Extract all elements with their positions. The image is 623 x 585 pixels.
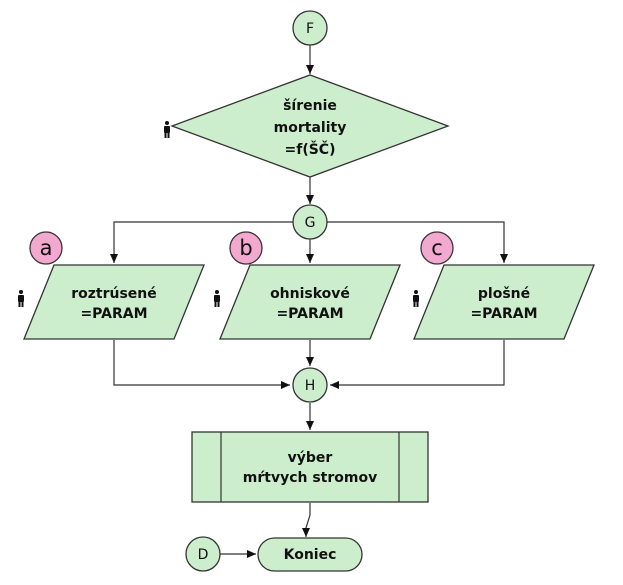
branch-a-node: roztrúsené =PARAM xyxy=(23,264,205,340)
process-line-1: výber xyxy=(288,450,333,466)
branch-a-line-1: roztrúsené xyxy=(71,286,157,302)
connector-f-label: F xyxy=(306,21,314,37)
branch-a-badge: a xyxy=(29,231,63,265)
branch-a-line-2: =PARAM xyxy=(80,306,147,322)
decision-node: šírenie mortality =f(ŠČ) xyxy=(170,74,450,178)
connector-f: F xyxy=(292,10,328,46)
branch-c-line-2: =PARAM xyxy=(470,306,537,322)
process-node: výber mŕtvych stromov xyxy=(191,431,429,503)
branch-c-node: plošné =PARAM xyxy=(413,264,595,340)
decision-line-1: šírenie xyxy=(283,98,337,114)
edge-g-to-c xyxy=(327,221,508,263)
branch-b-badge: b xyxy=(229,231,263,265)
branch-b-line-1: ohniskové xyxy=(270,286,350,302)
branch-b-node: ohniskové =PARAM xyxy=(219,264,401,340)
terminal-node: Koniec xyxy=(257,537,363,572)
process-line-2: mŕtvych stromov xyxy=(243,470,377,486)
person-icon xyxy=(18,290,24,307)
edge-process-to-terminal xyxy=(302,503,311,537)
person-icon xyxy=(413,290,419,307)
branch-a-badge-label: a xyxy=(40,236,53,260)
branch-b-line-2: =PARAM xyxy=(276,306,343,322)
branch-c-badge: c xyxy=(420,231,454,265)
edge-c-to-h xyxy=(330,340,505,389)
edge-a-to-h xyxy=(113,340,290,389)
connector-d-label: D xyxy=(198,547,209,563)
person-icon xyxy=(164,121,170,138)
edges xyxy=(110,45,508,558)
decision-line-3: =f(ŠČ) xyxy=(285,140,336,158)
connector-h-label: H xyxy=(305,378,316,394)
branch-c-badge-label: c xyxy=(431,236,443,260)
decision-line-2: mortality xyxy=(274,120,347,136)
person-icon xyxy=(214,290,220,307)
branch-b-badge-label: b xyxy=(239,236,252,260)
connector-d: D xyxy=(185,536,221,572)
connector-g: G xyxy=(292,204,328,240)
branch-c-line-1: plošné xyxy=(478,286,530,302)
connector-g-label: G xyxy=(305,215,316,231)
terminal-label: Koniec xyxy=(284,547,337,563)
edge-g-to-a xyxy=(110,221,293,263)
connector-h: H xyxy=(292,367,328,403)
